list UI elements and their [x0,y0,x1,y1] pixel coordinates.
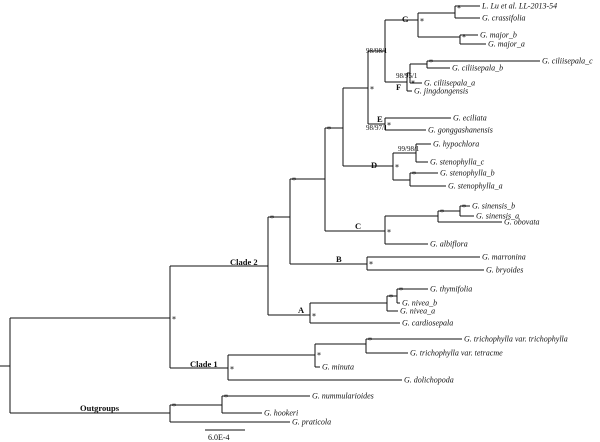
taxon-label: G. nummularioides [312,392,374,401]
asterisk-mark: * [457,4,461,13]
clade-e-label: E [377,114,383,124]
asterisk-mark: * [420,17,424,26]
support-value: 98/97/1 [366,124,388,132]
support-value: 99/98/1 [398,145,420,153]
taxon-label: G. hypochlora [433,140,479,149]
taxon-label: G. ciliisepala_c [542,57,593,66]
asterisk-mark: * [387,228,391,237]
taxon-label: G. praticola [292,418,331,427]
taxon-label: G. ciliisepala_a [424,79,475,88]
asterisk-mark: * [411,79,415,88]
asterisk-mark: * [429,58,433,67]
asterisk-mark: * [370,85,374,94]
taxon-label: G. cardiosepala [402,319,453,328]
taxon-label: G. major_a [488,40,525,49]
taxon-label: G. sinensis_b [472,202,515,211]
asterisk-mark: * [317,351,321,360]
taxon-label: G. gonggashanensis [428,126,493,135]
clade-b-label: B [336,254,342,264]
asterisk-mark: * [440,208,444,217]
asterisk-mark: * [327,125,331,134]
taxon-label: G. minuta [322,363,354,372]
taxon-label: G. albiflora [430,240,468,249]
clade-2-label: Clade 2 [230,257,258,267]
asterisk-mark: * [230,365,234,374]
asterisk-mark: * [172,402,176,411]
taxon-label: G. stenophylla_c [430,158,485,167]
scale-bar: 6.0E-4 [205,429,245,442]
taxon-label: G. major_b [480,31,517,40]
tree-branches [0,5,540,423]
taxon-label: G. dolichopoda [404,376,454,385]
taxon-label: G. eciliata [453,114,487,123]
support-value: 98/95/1 [396,72,418,80]
clade-labels: G F E D C B A Clade 2 Clade 1 Outgroups [80,14,409,413]
support-values: 98/98/1 98/95/1 98/97/1 99/98/1 [366,47,420,153]
asterisk-mark: * [399,286,403,295]
taxon-label: G. bryoides [486,266,523,275]
scale-bar-label: 6.0E-4 [208,433,230,442]
taxon-label: G. nivea_b [402,299,437,308]
clade-g-label: G [402,14,409,24]
taxon-label: G. thymifolia [430,285,472,294]
taxon-label: G. marronina [482,253,526,262]
asterisk-mark: * [412,170,416,179]
support-asterisks: * * * * * * * * * * * * * * * * * * * * … [172,4,466,411]
taxon-label: G. nivea_a [400,307,435,316]
asterisk-mark: * [270,214,274,223]
taxon-label: G. stenophylla_a [448,182,503,191]
outgroups-label: Outgroups [80,403,120,413]
tip-labels: L. Lu et al. LL-2013-54 G. crassifolia G… [264,2,593,427]
taxon-label: G. sinensis_a [476,212,519,221]
taxon-label: G. obovata [504,218,540,227]
clade-a-label: A [298,305,305,315]
asterisk-mark: * [395,163,399,172]
taxon-label: G. trichophylla var. trichophylla [464,335,568,344]
clade-f-label: F [396,82,401,92]
taxon-label: G. crassifolia [482,14,526,23]
asterisk-mark: * [369,260,373,269]
support-value: 98/98/1 [366,47,388,55]
asterisk-mark: * [312,312,316,321]
asterisk-mark: * [172,315,176,324]
clade-d-label: D [371,160,377,170]
taxon-label: L. Lu et al. LL-2013-54 [481,2,557,11]
asterisk-mark: * [462,33,466,42]
asterisk-mark: * [389,293,393,302]
clade-c-label: C [355,221,361,231]
taxon-label: G. ciliisepala_b [452,64,503,73]
asterisk-mark: * [224,393,228,402]
asterisk-mark: * [387,121,391,130]
taxon-label: G. jingdongensis [414,87,468,96]
clade-1-label: Clade 1 [190,359,218,369]
asterisk-mark: * [462,203,466,212]
taxon-label: G. hookeri [264,409,298,418]
asterisk-mark: * [368,336,372,345]
asterisk-mark: * [292,176,296,185]
taxon-label: G. trichophylla var. tetracme [410,349,503,358]
taxon-label: G. stenophylla_b [440,169,495,178]
